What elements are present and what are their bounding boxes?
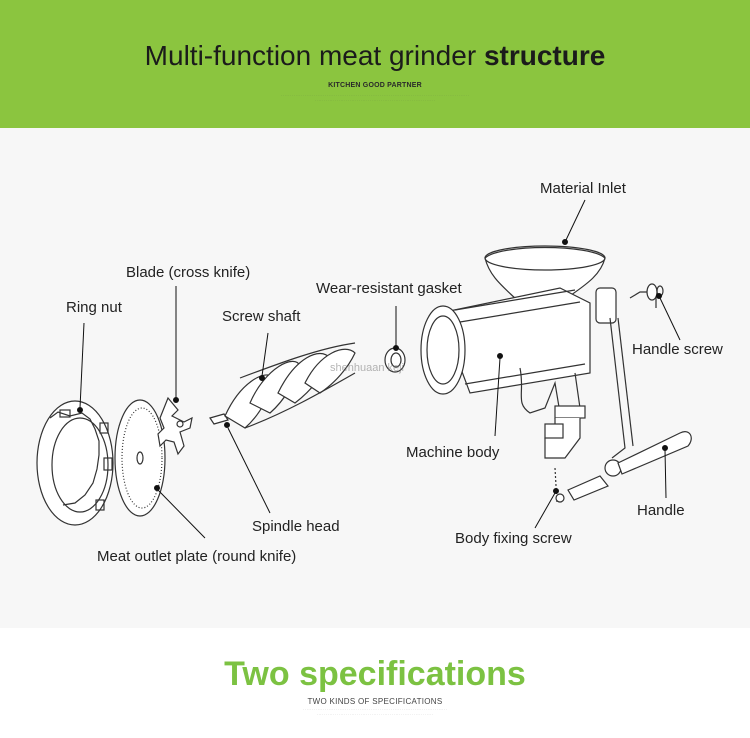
ring-nut-drawing: [36, 400, 114, 526]
section-fine-print: · · · · · · · · · · · · · · · · · · · · …: [303, 707, 447, 711]
section-subtitle: TWO KINDS OF SPECIFICATIONS: [307, 697, 443, 706]
outlet-plate-drawing: [114, 399, 166, 517]
page-title: Multi-function meat grinder structure: [0, 40, 750, 72]
handle-drawing: [595, 283, 692, 477]
watermark: shenhuaan keji: [330, 362, 405, 374]
header-banner: [0, 0, 750, 128]
header-fine-print: · · · · · · · · · · · · · · · · · · · · …: [281, 93, 469, 97]
blade-drawing: [157, 396, 193, 456]
label-spindle-head: Spindle head: [252, 518, 340, 535]
section-title: Two specifications: [224, 655, 526, 693]
label-machine-body: Machine body: [406, 444, 500, 461]
label-blade: Blade (cross knife): [126, 264, 251, 281]
exploded-diagram: [36, 199, 692, 539]
header-subtitle: KITCHEN GOOD PARTNER: [328, 82, 422, 89]
gasket-drawing: [384, 347, 406, 373]
label-handle: Handle: [637, 502, 685, 519]
label-ring-nut: Ring nut: [66, 299, 122, 316]
label-body-fixing-screw: Body fixing screw: [455, 530, 572, 547]
title-regular: Multi-function meat grinder: [144, 40, 477, 71]
fixing-screw-drawing: [554, 467, 609, 504]
pointer-lines: [77, 199, 681, 539]
label-handle-screw: Handle screw: [632, 341, 723, 358]
label-wear-gasket: Wear-resistant gasket: [316, 280, 462, 297]
label-screw-shaft: Screw shaft: [222, 308, 301, 325]
screw-shaft-drawing: [209, 342, 356, 429]
label-meat-outlet-plate: Meat outlet plate (round knife): [97, 548, 297, 565]
machine-body-drawing: [420, 245, 606, 459]
header-fine-print-2: · · · · · · · · · · · · · · · · · · · · …: [314, 98, 436, 102]
section-fine-print-2: · · · · · · · · · · · · · · · · · · · · …: [316, 712, 434, 716]
title-bold: structure: [483, 40, 606, 71]
label-material-inlet: Material Inlet: [540, 180, 626, 197]
